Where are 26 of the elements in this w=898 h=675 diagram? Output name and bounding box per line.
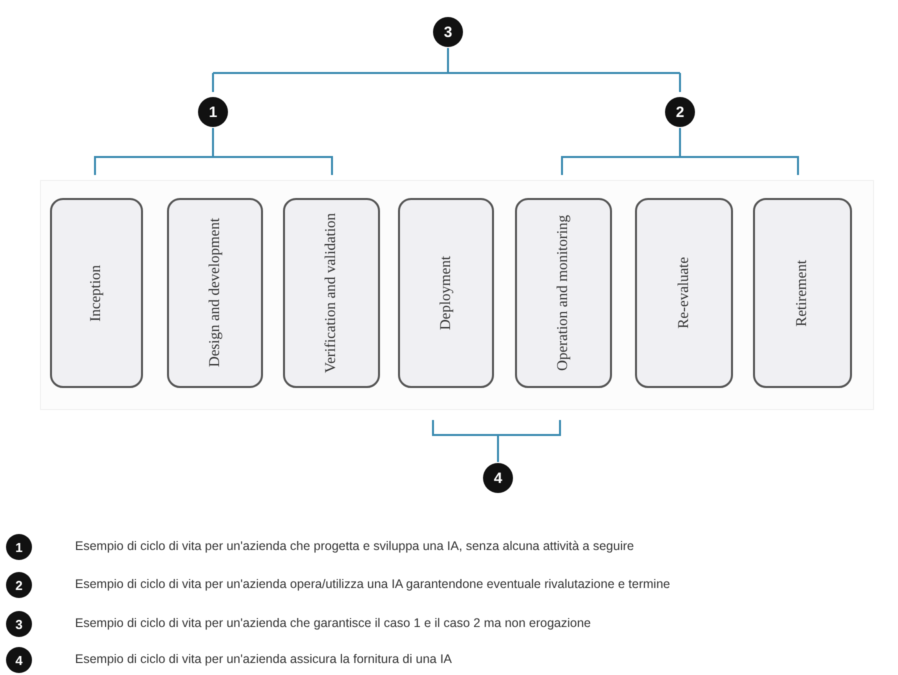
stage-box: [283, 198, 380, 388]
stage-box: [753, 198, 852, 388]
stage-box: [50, 198, 143, 388]
stage-label: Re-evaluate: [674, 257, 693, 329]
stage-label: Deployment: [436, 256, 455, 330]
legend-text: Esempio di ciclo di vita per un'azienda che garantisce il caso 1 e il caso 2 ma non erogazione: [75, 616, 591, 630]
stage-label: Design and development: [206, 218, 224, 368]
legend-text: Esempio di ciclo di vita per un'azienda opera/utilizza una IA garantendone eventuale rivalutazione e termine: [75, 577, 670, 591]
callout-number: 2: [6, 572, 32, 598]
callout-number: 3: [433, 17, 463, 47]
callout-number: 2: [665, 97, 695, 127]
stage-box: [167, 198, 263, 388]
callout-number: 3: [6, 611, 32, 637]
stage-label: Operation and monitoring: [554, 215, 572, 371]
callout-number: 4: [483, 463, 513, 493]
stage-label: Retirement: [793, 260, 812, 326]
legend-text: Esempio di ciclo di vita per un'azienda che progetta e sviluppa una IA, senza alcuna attività a seguire: [75, 539, 634, 553]
callout-number: 4: [6, 647, 32, 673]
stage-label: Inception: [87, 264, 106, 322]
stage-box: [398, 198, 494, 388]
stage-box: [635, 198, 733, 388]
callout-number: 1: [198, 97, 228, 127]
stage-label: Verification and validation: [322, 213, 340, 373]
legend-text: Esempio di ciclo di vita per un'azienda assicura la fornitura di una IA: [75, 652, 452, 666]
callout-number: 1: [6, 534, 32, 560]
stage-box: [515, 198, 612, 388]
